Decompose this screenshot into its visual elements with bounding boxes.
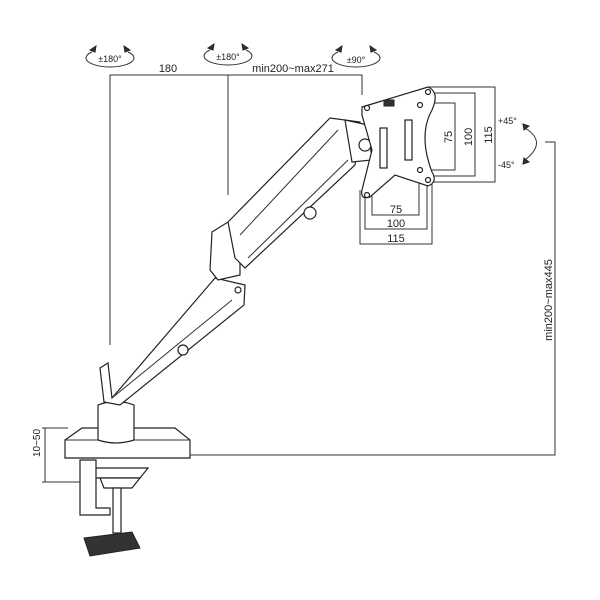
clamp-jaw xyxy=(79,459,111,516)
head-rotation-label: ±90° xyxy=(347,55,366,65)
monitor-arm xyxy=(64,86,436,557)
clamp-range-label: 10~50 xyxy=(32,429,43,458)
vesa-h-115: 115 xyxy=(387,233,405,245)
rotation-indicator-elbow: ±180° xyxy=(203,42,253,66)
tilt-up-label: +45° xyxy=(498,116,517,126)
upper-arm-length-label: min200~max271 xyxy=(252,63,334,75)
arm-length-dimensions: 180 min200~max271 xyxy=(109,63,363,345)
rotation-indicator-head: ±90° xyxy=(331,44,381,68)
vesa-v-100: 100 xyxy=(463,128,475,146)
vesa-v-115: 115 xyxy=(483,126,495,144)
tilt-down-label: -45° xyxy=(498,160,515,170)
lower-arm xyxy=(99,277,246,406)
base-rotation-label: ±180° xyxy=(98,54,122,64)
vesa-h-100: 100 xyxy=(387,218,405,230)
height-dimension: min200~max445 xyxy=(190,141,556,456)
pole xyxy=(97,400,135,444)
lower-arm-length-label: 180 xyxy=(159,63,177,75)
tilt-indicator: +45° -45° xyxy=(498,116,537,170)
clamp-knob xyxy=(83,531,141,557)
height-label: min200~max445 xyxy=(543,259,555,341)
rotation-indicator-base: ±180° xyxy=(85,44,135,68)
elbow-rotation-label: ±180° xyxy=(216,52,240,62)
upper-arm xyxy=(227,117,361,269)
vesa-plate xyxy=(361,86,436,199)
vesa-h-75: 75 xyxy=(390,204,402,216)
vesa-v-75: 75 xyxy=(443,131,455,143)
